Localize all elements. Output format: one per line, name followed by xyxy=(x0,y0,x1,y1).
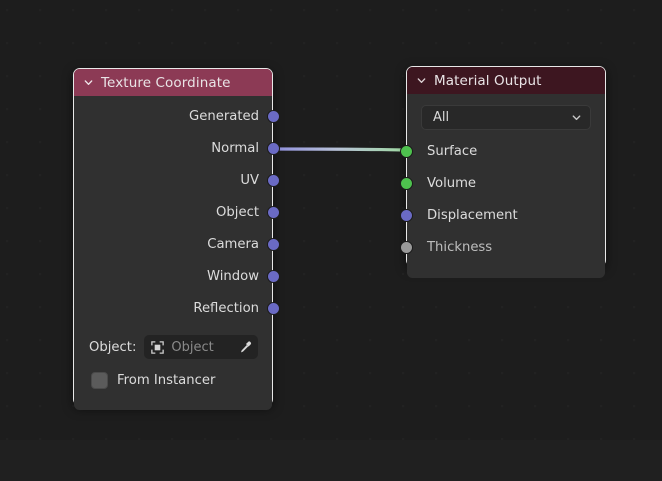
socket-surface[interactable] xyxy=(399,144,413,158)
from-instancer-label: From Instancer xyxy=(117,373,216,388)
object-id-field[interactable]: Object xyxy=(144,335,258,359)
chevron-down-icon[interactable] xyxy=(571,112,582,123)
socket-row-surface[interactable]: Surface xyxy=(399,135,605,167)
socket-window[interactable] xyxy=(266,269,280,283)
socket-row-generated[interactable]: Generated xyxy=(74,100,280,132)
node-header-texture-coordinate[interactable]: Texture Coordinate xyxy=(74,69,272,96)
socket-row-camera[interactable]: Camera xyxy=(74,228,280,260)
target-dropdown[interactable]: All xyxy=(421,105,591,130)
target-dropdown-value: All xyxy=(433,110,450,125)
object-data-icon xyxy=(151,340,165,354)
node-title-material-output: Material Output xyxy=(434,72,542,89)
socket-row-uv[interactable]: UV xyxy=(74,164,280,196)
object-property-label: Object: xyxy=(89,339,137,355)
socket-thickness[interactable] xyxy=(399,240,413,254)
object-id-field-placeholder: Object xyxy=(171,339,214,355)
socket-label-uv: UV xyxy=(240,172,259,188)
canvas-bottom-strip xyxy=(0,440,662,481)
socket-label-camera: Camera xyxy=(207,236,259,252)
socket-reflection[interactable] xyxy=(266,301,280,315)
socket-uv[interactable] xyxy=(266,173,280,187)
socket-label-reflection: Reflection xyxy=(193,300,259,316)
node-body-texture-coordinate: Generated Normal UV Object Camera Window… xyxy=(74,100,280,410)
node-header-material-output[interactable]: Material Output xyxy=(407,67,605,94)
eyedropper-icon[interactable] xyxy=(238,340,253,355)
socket-row-displacement[interactable]: Displacement xyxy=(399,199,605,231)
object-property-row: Object: Object xyxy=(74,335,272,359)
socket-volume[interactable] xyxy=(399,176,413,190)
node-body-material-output: All Surface Volume Displacement Thicknes… xyxy=(399,105,605,278)
socket-label-window: Window xyxy=(207,268,259,284)
node-title-texture-coordinate: Texture Coordinate xyxy=(101,74,231,91)
socket-label-thickness: Thickness xyxy=(427,239,493,255)
socket-generated[interactable] xyxy=(266,109,280,123)
from-instancer-checkbox[interactable] xyxy=(91,372,108,389)
socket-row-object[interactable]: Object xyxy=(74,196,280,228)
from-instancer-row[interactable]: From Instancer xyxy=(74,372,272,389)
target-dropdown-row: All xyxy=(407,105,605,130)
socket-row-reflection[interactable]: Reflection xyxy=(74,292,280,324)
socket-row-volume[interactable]: Volume xyxy=(399,167,605,199)
chevron-down-icon[interactable] xyxy=(83,77,94,88)
socket-normal[interactable] xyxy=(266,141,280,155)
socket-object[interactable] xyxy=(266,205,280,219)
socket-label-object: Object xyxy=(216,204,259,220)
socket-row-window[interactable]: Window xyxy=(74,260,280,292)
socket-displacement[interactable] xyxy=(399,208,413,222)
socket-row-normal[interactable]: Normal xyxy=(74,132,280,164)
socket-label-volume: Volume xyxy=(427,175,477,191)
chevron-down-icon[interactable] xyxy=(416,75,427,86)
socket-label-generated: Generated xyxy=(189,108,259,124)
socket-label-normal: Normal xyxy=(211,140,259,156)
node-material-output[interactable]: Material Output All Surface Volume Displ… xyxy=(399,66,606,278)
socket-camera[interactable] xyxy=(266,237,280,251)
node-texture-coordinate[interactable]: Texture Coordinate Generated Normal UV O… xyxy=(73,68,280,410)
socket-label-surface: Surface xyxy=(427,143,478,159)
socket-label-displacement: Displacement xyxy=(427,207,518,223)
socket-row-thickness[interactable]: Thickness xyxy=(399,231,605,263)
